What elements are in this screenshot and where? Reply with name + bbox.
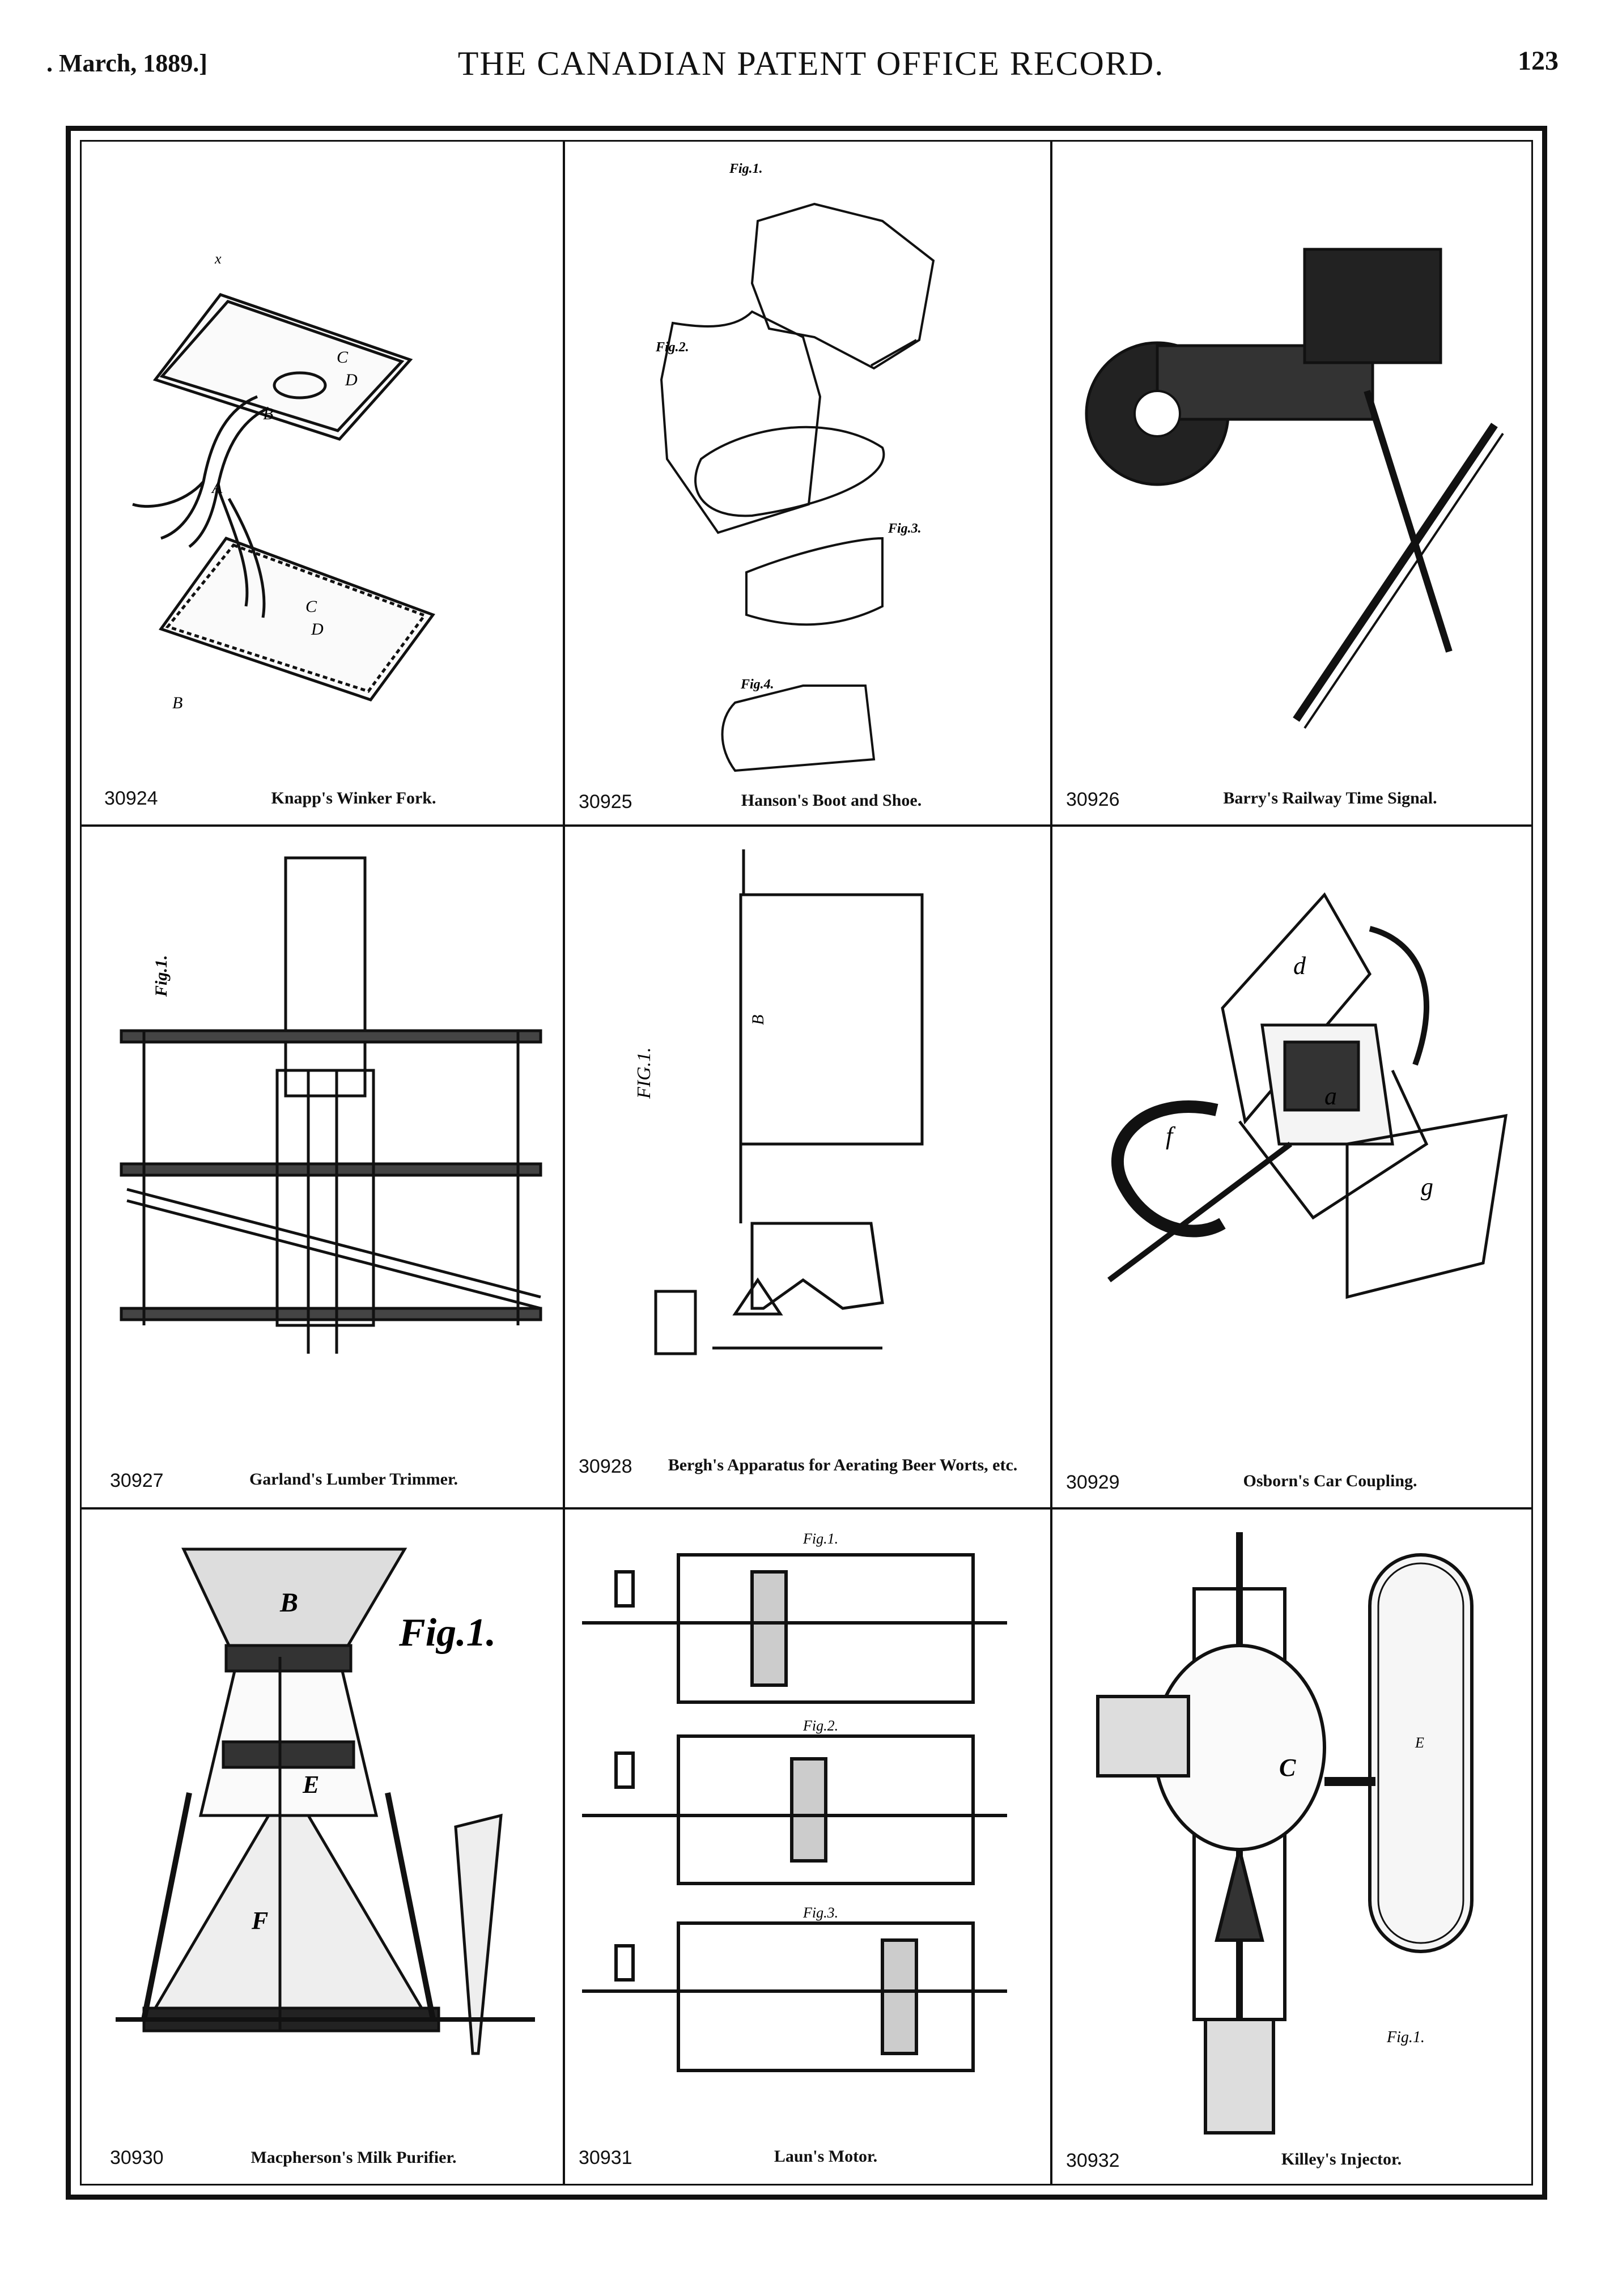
patent-grid: C D C D A B B x 30924 Knapp's Winker For… [82,142,1531,2184]
svg-text:Fig.3.: Fig.3. [802,1904,838,1921]
plate-inner-border: C D C D A B B x 30924 Knapp's Winker For… [80,140,1533,2186]
grid-divider [563,142,565,2184]
svg-text:f: f [1166,1122,1176,1150]
patent-caption: Bergh's Apparatus for Aerating Beer Wort… [668,1456,1018,1474]
patent-number: 30932 [1066,2150,1120,2171]
patent-number: 30926 [1066,789,1120,810]
winker-fork-drawing: C D C D A B B x [132,250,435,712]
patent-cell-30930: B Fig.1. F E 30930 Macpherson's Milk Pur… [82,1510,563,2187]
publication-title: THE CANADIAN PATENT OFFICE RECORD. [457,45,1165,82]
svg-text:C: C [337,348,349,367]
patent-cell-30925: Fig.1. Fig.2. Fig.3. Fig.4. 30925 Hanson… [565,142,1050,824]
figure-label: Fig.1. [1386,2029,1425,2046]
svg-text:C: C [1279,1754,1296,1781]
figure-label: Fig.1. [152,955,171,997]
patent-number: 30931 [579,2147,632,2169]
patent-number: 30930 [110,2147,164,2169]
patent-number: 30929 [1066,1472,1120,1493]
patent-number: 30924 [104,788,158,809]
railway-signal-drawing [1085,248,1504,729]
patent-caption: Knapp's Winker Fork. [271,789,436,807]
boot-shoe-drawing: Fig.1. Fig.2. Fig.3. Fig.4. [655,161,935,772]
figure-label: Fig.1. [729,161,763,176]
patent-caption: Killey's Injector. [1281,2150,1402,2169]
svg-text:E: E [1415,1734,1424,1751]
svg-text:B: B [279,1588,298,1618]
aerating-apparatus-drawing: B FIG.1. [634,849,924,1355]
patent-cell-30931: Fig.1. Fig.2. Fig.3. 30931 Laun's Motor. [565,1510,1050,2187]
grid-divider [82,1507,1531,1510]
page-header: . March, 1889.] THE CANADIAN PATENT OFFI… [0,0,1622,113]
lumber-trimmer-drawing: Fig.1. [120,856,542,1354]
patent-number: 30927 [110,1470,164,1491]
svg-text:D: D [345,371,358,389]
svg-text:B: B [749,1015,767,1025]
figure-label: Fig.1. [398,1611,496,1655]
patent-caption: Laun's Motor. [774,2147,878,2166]
patent-cell-30932: C E Fig.1. 30932 Killey's Injector. [1052,1510,1545,2187]
patent-cell-30927: Fig.1. 30927 Garland's Lumber Trimmer. [82,827,563,1507]
svg-text:x: x [214,250,222,267]
car-coupling-drawing: d a f g [1107,892,1508,1299]
injector-drawing: C E Fig.1. [1096,1532,1474,2135]
svg-text:E: E [302,1771,319,1798]
patent-caption: Macpherson's Milk Purifier. [250,2148,457,2167]
svg-text:a: a [1324,1082,1337,1110]
patent-number: 30925 [579,791,632,813]
svg-text:Fig.3.: Fig.3. [888,521,922,536]
svg-text:B: B [172,694,182,712]
plate-frame: C D C D A B B x 30924 Knapp's Winker For… [66,126,1547,2200]
patent-number: 30928 [579,1456,632,1477]
svg-text:F: F [251,1907,268,1934]
svg-text:Fig.2.: Fig.2. [802,1717,838,1734]
patent-caption: Barry's Railway Time Signal. [1223,789,1437,807]
patent-caption: Garland's Lumber Trimmer. [249,1470,458,1489]
svg-text:g: g [1421,1173,1433,1201]
motor-drawing: Fig.1. Fig.2. Fig.3. [582,1530,1007,2072]
svg-text:Fig.4.: Fig.4. [740,677,774,692]
issue-date: . March, 1889.] [46,49,207,77]
grid-divider [1050,142,1052,2184]
patent-caption: Osborn's Car Coupling. [1243,1472,1417,1490]
grid-divider [82,824,1531,827]
patent-cell-30924: C D C D A B B x 30924 Knapp's Winker For… [82,142,563,824]
patent-cell-30926: 30926 Barry's Railway Time Signal. [1052,142,1545,824]
patent-caption: Hanson's Boot and Shoe. [741,791,922,810]
figure-label: Fig.1. [802,1530,838,1547]
svg-text:B: B [263,405,273,423]
svg-text:D: D [311,620,324,639]
patent-cell-30928: B FIG.1. 30928 Bergh's Apparatus for Aer… [565,827,1050,1507]
svg-text:d: d [1293,952,1306,980]
figure-label: FIG.1. [634,1047,655,1099]
svg-text:A: A [211,478,223,497]
page-number: 123 [1518,46,1559,76]
milk-purifier-drawing: B Fig.1. F E [116,1547,535,2055]
svg-text:Fig.2.: Fig.2. [655,340,689,355]
patent-cell-30929: d a f g 30929 Osborn's Car Coupling. [1052,827,1545,1507]
svg-text:C: C [305,597,317,616]
